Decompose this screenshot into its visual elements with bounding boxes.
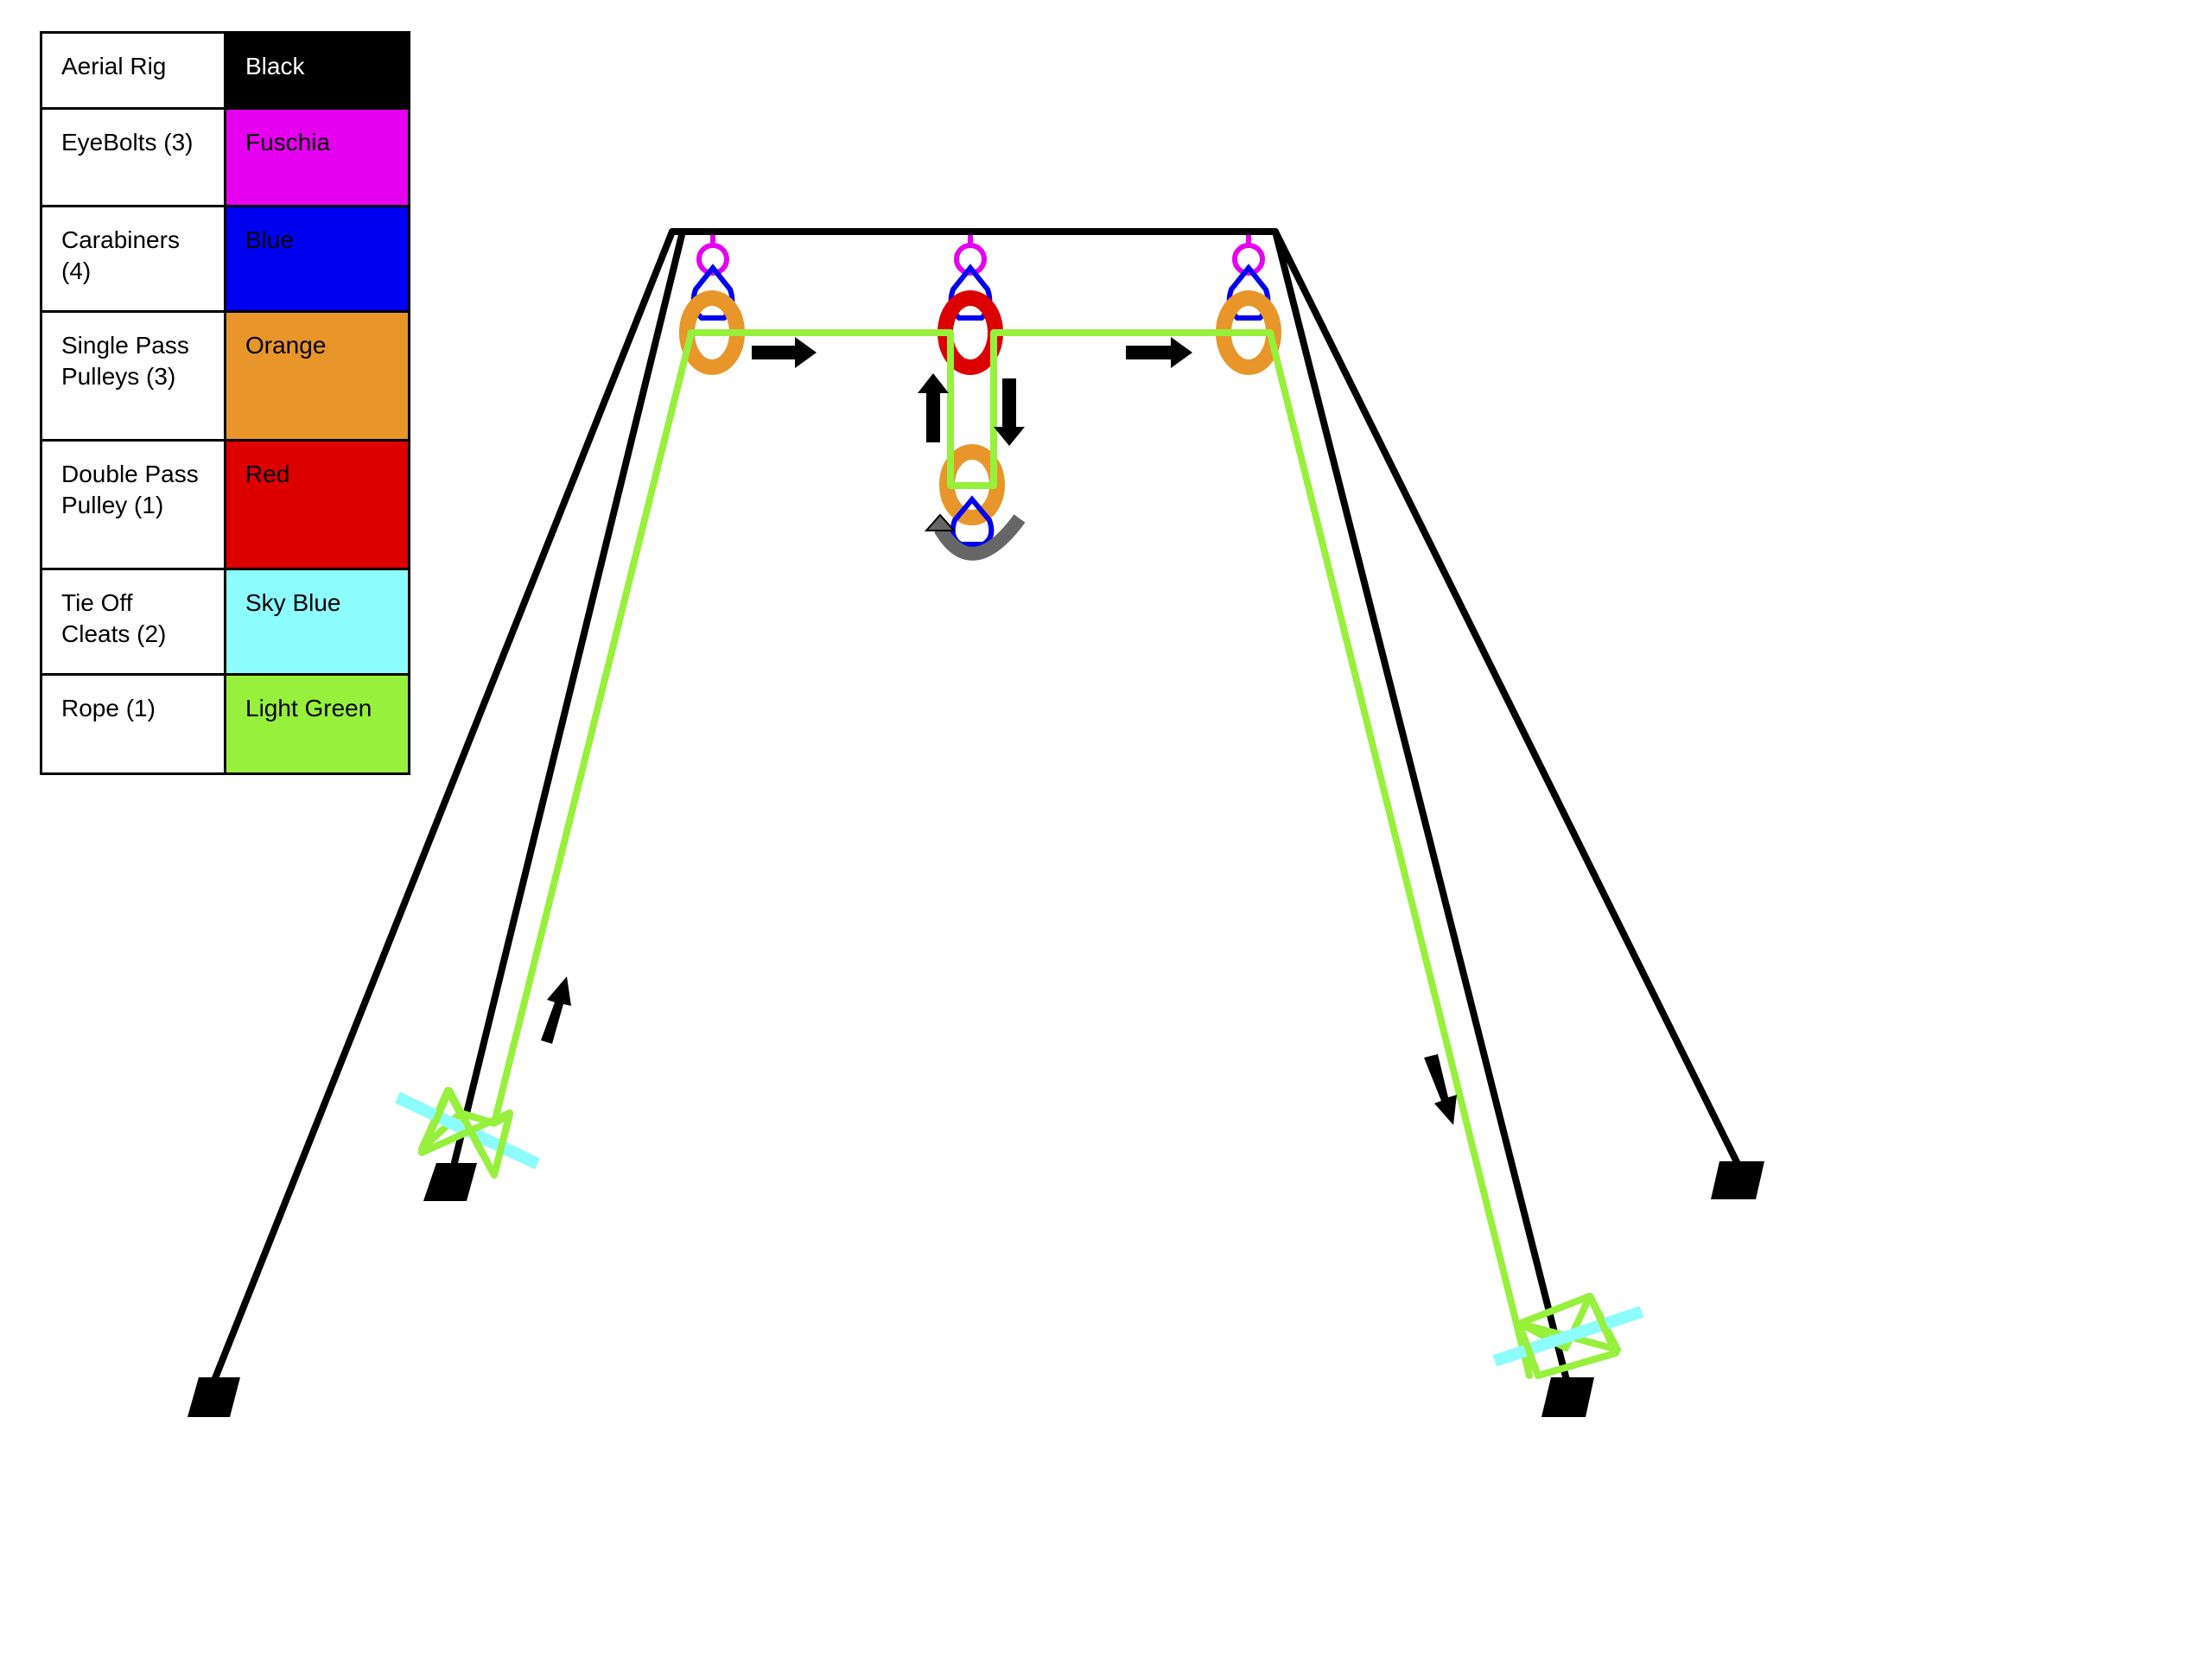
aerial-rig-frame [208,228,1745,1390]
legend-row-carabiners: Carabiners (4) Blue [40,205,410,313]
legend-swatch-black: Black [224,31,410,110]
rope-bowtie-left [418,1087,513,1179]
arrow-down-icon [1424,1054,1457,1125]
eyebolt-right [1232,243,1265,276]
arrow-right-icon [1126,337,1192,368]
direction-arrows [541,337,1457,1125]
rotation-arrow-icon [924,513,1026,561]
legend-row-aerial-rig: Aerial Rig Black [40,31,410,110]
rig-right-outer-leg [1272,228,1745,1174]
legend-swatch-orange: Orange [224,310,410,442]
legend-row-eyebolts: EyeBolts (3) Fuschia [40,107,410,207]
legend-swatch-fuschia: Fuschia [224,107,410,207]
rope [418,329,1621,1379]
arrow-right-icon [752,337,817,368]
carabiner-lower [950,495,995,547]
legend-label: Carabiners (4) [40,205,226,313]
tie-off-cleat-right [1492,1306,1644,1367]
carabiner-center [948,264,993,321]
rig-foot-left-outer [188,1377,240,1417]
legend-row-single-pass-pulleys: Single Pass Pulleys (3) Orange [40,310,410,442]
rig-left-inner-leg [446,228,686,1187]
legend-row-double-pass-pulley: Double Pass Pulley (1) Red [40,439,410,570]
legend-swatch-sky-blue: Sky Blue [224,568,410,676]
rig-left-outer-leg [208,228,676,1390]
rig-feet [188,1161,1764,1417]
rope-bowtie-right [1516,1293,1619,1379]
legend-row-tie-off-cleats: Tie Off Cleats (2) Sky Blue [40,568,410,676]
carabiners [690,264,1271,321]
rig-foot-left-inner [423,1163,477,1201]
color-legend: Aerial Rig Black EyeBolts (3) Fuschia Ca… [40,31,410,775]
legend-row-rope: Rope (1) Light Green [40,673,410,775]
arrow-up-icon [541,976,571,1044]
legend-label: Aerial Rig [40,31,226,110]
legend-swatch-red: Red [224,439,410,570]
carabiner-right [1226,264,1271,321]
legend-label: Tie Off Cleats (2) [40,568,226,676]
legend-swatch-blue: Blue [224,205,410,313]
arrow-up-icon [918,373,949,442]
eyebolts [696,235,1265,276]
legend-label: EyeBolts (3) [40,107,226,207]
rope-main-path [491,329,1533,1376]
arrow-down-icon [994,378,1025,446]
legend-label: Double Pass Pulley (1) [40,439,226,570]
rig-right-inner-leg [1272,228,1572,1390]
rig-foot-right-outer [1711,1161,1764,1199]
legend-label: Rope (1) [40,673,226,775]
legend-label: Single Pass Pulleys (3) [40,310,226,442]
legend-swatch-light-green: Light Green [224,673,410,775]
eyebolt-left [696,243,729,276]
eyebolt-center [954,243,987,276]
carabiner-left [690,264,735,321]
rig-foot-right-inner [1541,1377,1594,1417]
